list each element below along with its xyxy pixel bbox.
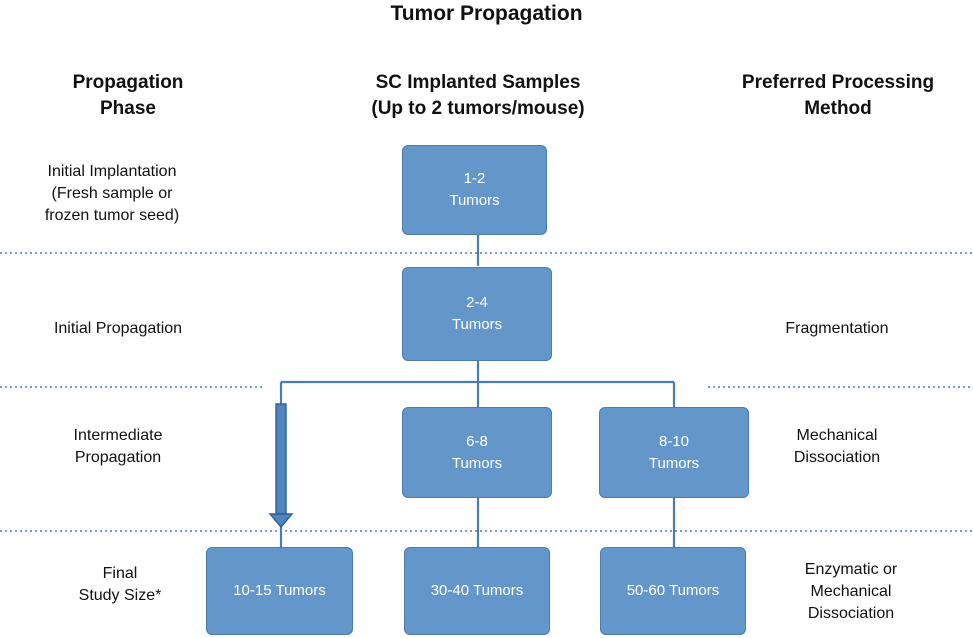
box-label: Tumors	[648, 454, 700, 472]
box-8-10-tumors: 8-10 Tumors	[599, 407, 749, 498]
phase-label: frozen tumor seed)	[44, 207, 180, 224]
down-arrow	[268, 403, 294, 529]
box-label: Tumors	[451, 454, 503, 472]
box-label: Tumors	[451, 316, 503, 333]
header-propagation-phase: Propagation Phase	[18, 70, 238, 122]
box-label: 6-8	[466, 432, 488, 450]
method-label: Enzymatic or	[804, 561, 898, 578]
header-method-line-2: Method	[804, 98, 872, 119]
method-enzymatic-or-mechanical-dissociation: Enzymatic or Mechanical Dissociation	[751, 559, 951, 625]
header-samples-line-2: (Up to 2 tumors/mouse)	[371, 98, 585, 119]
box-2-4-tumors: 2-4 Tumors	[402, 267, 552, 361]
box-30-40-tumors: 30-40 Tumors	[404, 547, 550, 635]
header-samples-line-1: SC Implanted Samples	[375, 72, 581, 93]
phase-label: Intermediate	[73, 427, 163, 444]
method-label: Mechanical	[810, 583, 892, 600]
phase-initial-implantation: Initial Implantation (Fresh sample or fr…	[12, 161, 212, 227]
phase-label: Initial Implantation	[47, 163, 177, 180]
box-6-8-tumors: 6-8 Tumors	[402, 407, 552, 498]
header-method-line-1: Preferred Processing	[741, 72, 935, 93]
method-fragmentation: Fragmentation	[737, 318, 937, 340]
box-label: 10-15 Tumors	[233, 582, 326, 599]
method-label: Mechanical	[796, 427, 878, 444]
phase-label: Initial Propagation	[53, 320, 183, 337]
phase-intermediate-propagation: Intermediate Propagation	[18, 425, 218, 469]
box-label: Tumors	[449, 192, 500, 209]
phase-label: (Fresh sample or	[51, 185, 173, 202]
header-phase-line-1: Propagation	[72, 72, 184, 93]
phase-label: Final	[102, 565, 138, 582]
box-label: 1-2	[463, 170, 486, 187]
phase-label: Study Size*	[78, 587, 162, 604]
box-label: 50-60 Tumors	[626, 582, 720, 599]
box-50-60-tumors: 50-60 Tumors	[600, 547, 746, 635]
phase-final-study-size: Final Study Size*	[20, 563, 220, 607]
method-label: Dissociation	[793, 449, 881, 466]
box-10-15-tumors: 10-15 Tumors	[206, 547, 353, 635]
box-label: 2-4	[466, 294, 488, 311]
box-label: 8-10	[658, 432, 690, 450]
box-1-2-tumors: 1-2 Tumors	[402, 145, 547, 235]
header-preferred-processing-method: Preferred Processing Method	[718, 70, 958, 122]
header-phase-line-2: Phase	[100, 98, 156, 119]
header-sc-implanted-samples: SC Implanted Samples (Up to 2 tumors/mou…	[328, 70, 628, 122]
phase-initial-propagation: Initial Propagation	[18, 318, 218, 340]
diagram-title: Tumor Propagation	[390, 2, 583, 25]
method-mechanical-dissociation: Mechanical Dissociation	[737, 425, 937, 469]
box-label: 30-40 Tumors	[430, 582, 524, 599]
method-label: Dissociation	[807, 605, 895, 622]
method-label: Fragmentation	[785, 320, 889, 337]
phase-label: Propagation	[74, 449, 162, 466]
